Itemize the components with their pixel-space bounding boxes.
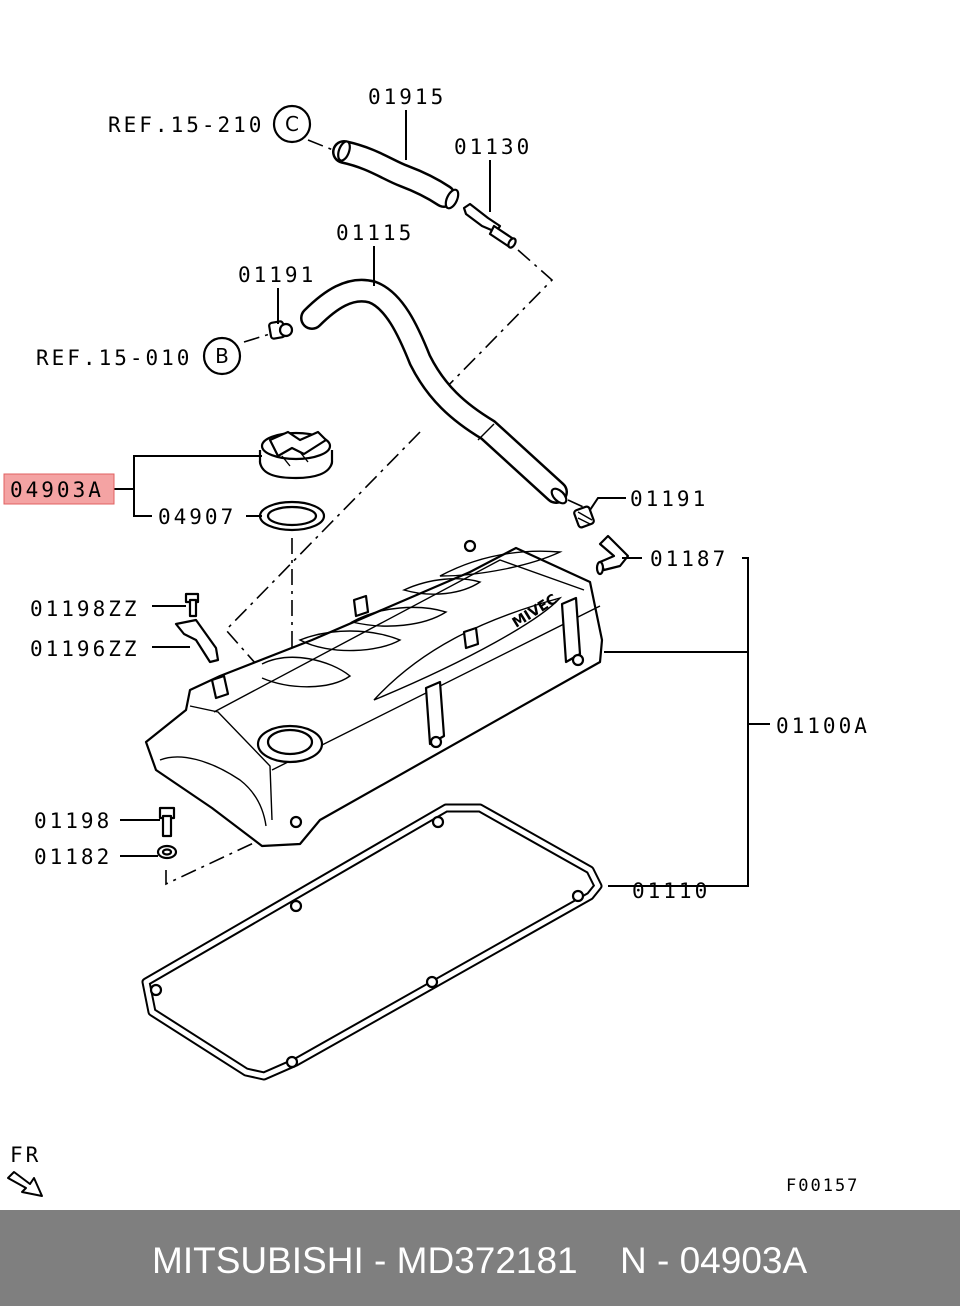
label-04907: 04907	[158, 505, 236, 529]
label-01198ZZ: 01198ZZ	[30, 597, 140, 621]
hose-clamp-01191-upper	[268, 320, 294, 340]
label-01196ZZ: 01196ZZ	[30, 637, 140, 661]
label-01100A: 01100A	[776, 714, 870, 738]
cover-gasket-01110	[141, 803, 603, 1081]
label-ref-15-210: REF.15-210	[108, 113, 264, 137]
hose-clamp-01191-lower	[573, 505, 595, 529]
label-01130: 01130	[454, 135, 532, 159]
filler-cap-gasket-04907	[258, 500, 326, 532]
footer-brand-part-number: MITSUBISHI - MD372181	[152, 1240, 578, 1281]
ref-c-marker: C	[272, 104, 312, 144]
ref-b-marker: B	[202, 336, 242, 376]
label-01191-lower: 01191	[630, 487, 708, 511]
label-01182: 01182	[34, 845, 112, 869]
label-01915: 01915	[368, 85, 446, 109]
bracket-01196ZZ	[174, 618, 220, 664]
leader-lines	[114, 110, 770, 887]
label-01198: 01198	[34, 809, 112, 833]
label-01110: 01110	[632, 879, 710, 903]
label-04903A: 04903A	[10, 478, 104, 502]
front-direction-indicator: FR	[7, 1143, 43, 1197]
ref-b-letter: B	[215, 344, 229, 368]
bolt-01198	[158, 806, 176, 838]
washer-01182	[156, 844, 178, 860]
highlight-box	[3, 473, 115, 505]
bolt-01198ZZ	[184, 592, 200, 618]
valve-cover-01100A: MIVEC	[144, 539, 604, 848]
breather-hose-01115	[300, 278, 568, 505]
footer-diagram-ref: N - 04903A	[620, 1240, 808, 1281]
fr-label: FR	[10, 1143, 41, 1167]
breather-hose-01915	[332, 140, 460, 210]
diagram-code: F00157	[786, 1176, 859, 1196]
elbow-fitting-01187	[595, 534, 630, 576]
label-01187: 01187	[650, 547, 728, 571]
label-01115: 01115	[336, 221, 414, 245]
footer-bar	[0, 1210, 960, 1306]
fr-arrow-icon	[7, 1171, 43, 1197]
label-01191-upper: 01191	[238, 263, 316, 287]
oil-filler-cap-04903A	[258, 430, 334, 480]
label-ref-15-010: REF.15-010	[36, 346, 192, 370]
pcv-valve-01130	[462, 202, 517, 249]
parts-diagram: MIVEC	[3, 85, 870, 1197]
ref-c-letter: C	[285, 112, 299, 136]
